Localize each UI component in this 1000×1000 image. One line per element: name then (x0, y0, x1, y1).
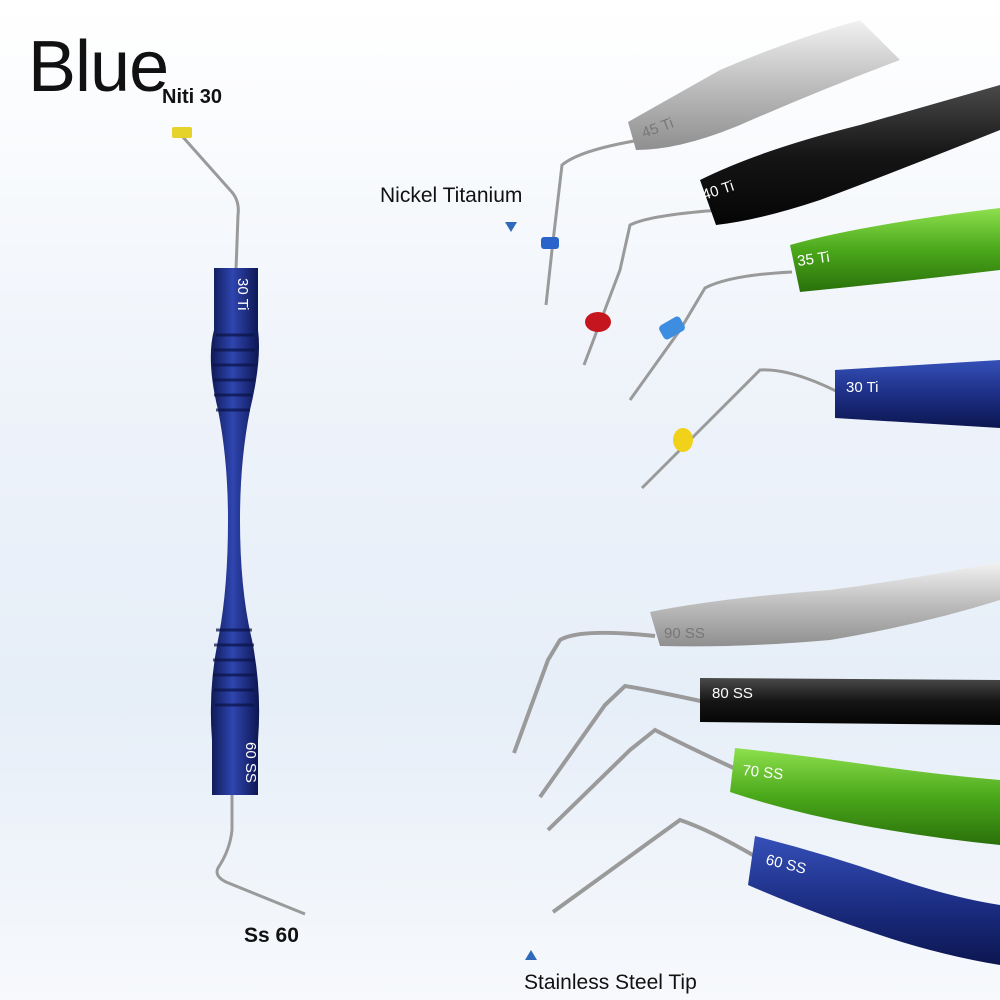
niti-tool-45: 45 Ti (541, 20, 900, 306)
ss-60-label: Ss 60 (244, 924, 299, 947)
main-top-mark: 30 Ti (234, 278, 251, 311)
niti-30-label: Niti 30 (162, 86, 223, 108)
niti-tool-35: 35 Ti (628, 208, 1000, 401)
nickel-titanium-label: Nickel Titanium (380, 184, 523, 207)
main-instrument: 30 Ti 60 SS (172, 127, 306, 916)
top-wire (180, 135, 240, 271)
niti-tool-30: 30 Ti (640, 360, 1000, 490)
bottom-wire (215, 790, 306, 916)
stainless-steel-marker-icon (525, 950, 537, 960)
main-bottom-mark: 60 SS (242, 742, 259, 783)
niti-30-mark: 30 Ti (846, 379, 879, 396)
ss-90-mark: 90 SS (664, 625, 705, 642)
ss-70-mark: 70 SS (742, 762, 784, 783)
main-handle (210, 268, 260, 795)
ss-80-mark: 80 SS (712, 685, 753, 702)
main-stop (172, 127, 192, 138)
nickel-titanium-marker-icon (505, 222, 517, 232)
ss-tool-70: 70 SS (546, 727, 1000, 845)
niti-tool-40: 40 Ti (582, 85, 1000, 366)
niti-35-mark: 35 Ti (796, 249, 831, 270)
stainless-steel-tip-label: Stainless Steel Tip (524, 971, 697, 994)
ss-tool-90: 90 SS (512, 562, 1000, 754)
ss-tool-80: 80 SS (538, 678, 1000, 799)
title: Blue (28, 27, 169, 107)
ss-tool-60: 60 SS (551, 817, 1000, 965)
